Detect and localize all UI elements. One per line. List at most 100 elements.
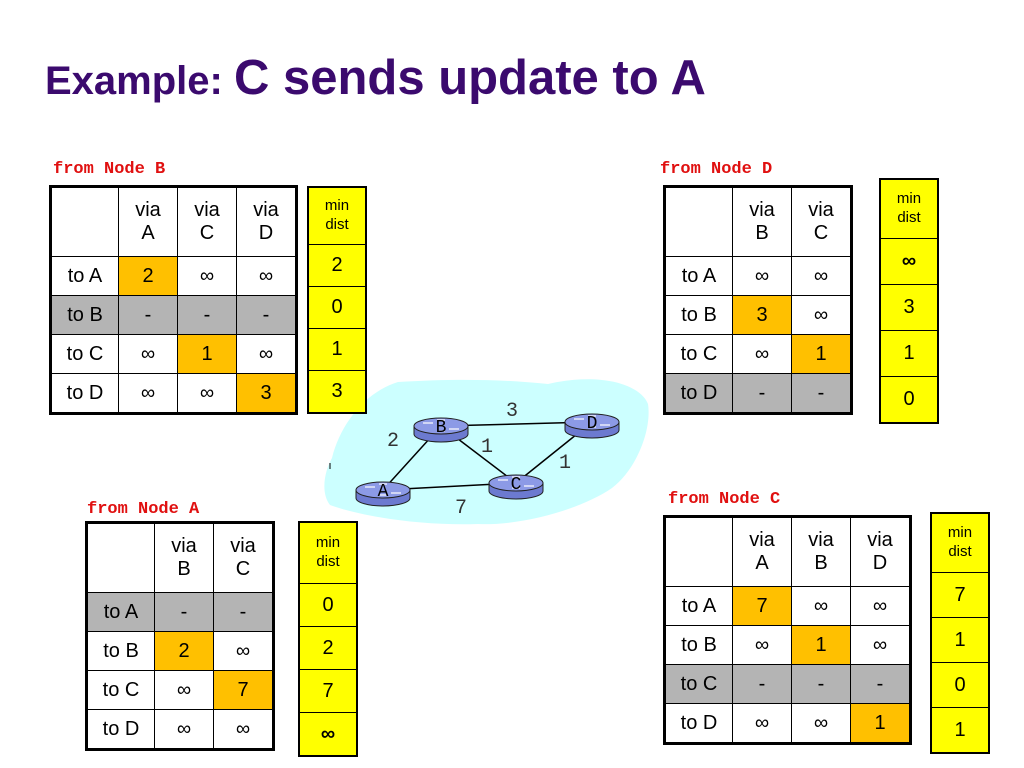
table-row: to C ∞ 1 [664, 334, 852, 374]
via-c-header: via C [194, 199, 220, 244]
link-cost-b-d: 3 [506, 400, 518, 423]
min-dist-cell: 1 [879, 330, 939, 377]
min-dist-cell: 1 [930, 617, 990, 663]
row-label: to A [664, 256, 733, 296]
router-c-icon: C [488, 474, 544, 500]
table-cell: - [118, 295, 178, 335]
row-label: to A [50, 256, 119, 296]
table-cell: 2 [118, 256, 178, 296]
via-b-header: via B [808, 529, 834, 574]
table-cell: ∞ [177, 373, 237, 414]
table-cell: ∞ [154, 709, 214, 750]
via-header: via C [177, 186, 237, 257]
via-c-header: via C [230, 535, 256, 580]
min-dist-cell: 7 [930, 572, 990, 618]
min-dist-header: min dist [298, 521, 358, 584]
table-row: to B 2 ∞ [86, 631, 274, 671]
min-dist-cell: 7 [298, 669, 358, 713]
min-dist-header: min dist [930, 512, 990, 573]
table-cell: 7 [732, 586, 792, 626]
table-cell: ∞ [177, 256, 237, 296]
via-d-header: via D [253, 199, 279, 244]
via-b-header: via B [171, 535, 197, 580]
link-cost-a-b: 2 [387, 430, 399, 453]
table-cell: ∞ [732, 703, 792, 744]
node-a-distance-table: via B via C to A - - to B 2 ∞ to C ∞ 7 t… [85, 521, 275, 751]
row-label: to C [664, 664, 733, 704]
router-d-icon: D [564, 413, 620, 439]
table-cell: 1 [177, 334, 237, 374]
table-cell: - [850, 664, 911, 704]
row-label: to C [664, 334, 733, 374]
table-row: to C ∞ 7 [86, 670, 274, 710]
node-b-label: from Node B [53, 160, 166, 179]
via-header: via B [154, 522, 214, 593]
node-d-min-dist-column: min dist ∞ 3 1 0 [879, 178, 939, 424]
router-c-label: C [511, 475, 522, 495]
row-label: to D [664, 703, 733, 744]
node-a-min-dist-column: min dist 0 2 7 ∞ [298, 521, 358, 757]
table-cell: 3 [732, 295, 792, 335]
row-label: to D [664, 373, 733, 414]
row-label: to A [664, 586, 733, 626]
router-b-label: B [436, 418, 447, 438]
via-header: via B [791, 516, 851, 587]
via-b-header: via B [749, 199, 775, 244]
min-dist-cell: 0 [879, 376, 939, 424]
router-d-label: D [587, 414, 598, 434]
table-row: to D ∞ ∞ [86, 709, 274, 750]
table-cell: 3 [236, 373, 297, 414]
min-dist-cell: 3 [879, 284, 939, 331]
table-cell: - [154, 592, 214, 632]
table-cell: ∞ [236, 256, 297, 296]
table-row: to D ∞ ∞ 1 [664, 703, 911, 744]
min-dist-cell: 1 [307, 328, 367, 371]
via-header: via C [213, 522, 274, 593]
node-c-distance-table: via A via B via D to A 7 ∞ ∞ to B ∞ 1 ∞ … [663, 515, 912, 745]
node-b-distance-table: via A via C via D to A 2 ∞ ∞ to B - - - … [49, 185, 298, 415]
row-label: to D [86, 709, 155, 750]
table-cell: ∞ [118, 334, 178, 374]
via-a-header: via A [135, 199, 161, 244]
title-main: C sends update to A [233, 51, 706, 105]
router-a-icon: A [355, 481, 411, 507]
link-cost-c-d: 1 [559, 452, 571, 475]
row-label: to B [50, 295, 119, 335]
node-c-min-dist-column: min dist 7 1 0 1 [930, 512, 990, 754]
table-corner [50, 186, 119, 257]
table-cell: ∞ [118, 373, 178, 414]
table-row: to C ∞ 1 ∞ [50, 334, 297, 374]
table-row: to B - - - [50, 295, 297, 335]
table-row: to B ∞ 1 ∞ [664, 625, 911, 665]
table-corner [664, 516, 733, 587]
via-a-header: via A [749, 529, 775, 574]
slide-title: Example: C sends update to A [45, 50, 706, 106]
link-cost-a-c: 7 [455, 497, 467, 520]
via-header: via D [236, 186, 297, 257]
table-cell: ∞ [213, 631, 274, 671]
min-dist-cell: 2 [298, 626, 358, 670]
table-cell: - [732, 373, 792, 414]
row-label: to C [50, 334, 119, 374]
via-header: via D [850, 516, 911, 587]
table-row: to C - - - [664, 664, 911, 704]
min-dist-cell: ∞ [879, 238, 939, 285]
table-cell: 1 [791, 334, 852, 374]
table-cell: ∞ [154, 670, 214, 710]
node-d-label: from Node D [660, 160, 773, 179]
table-cell: 2 [154, 631, 214, 671]
table-corner [664, 186, 733, 257]
node-c-label: from Node C [668, 490, 781, 509]
table-cell: ∞ [236, 334, 297, 374]
table-row: to A 2 ∞ ∞ [50, 256, 297, 296]
via-header: via A [732, 516, 792, 587]
min-dist-header: min dist [879, 178, 939, 239]
node-b-min-dist-column: min dist 2 0 1 3 [307, 186, 367, 414]
title-prefix: Example: [45, 59, 234, 103]
table-cell: ∞ [732, 256, 792, 296]
min-dist-cell: 0 [298, 583, 358, 627]
via-d-header: via D [867, 529, 893, 574]
table-cell: 1 [850, 703, 911, 744]
row-label: to D [50, 373, 119, 414]
